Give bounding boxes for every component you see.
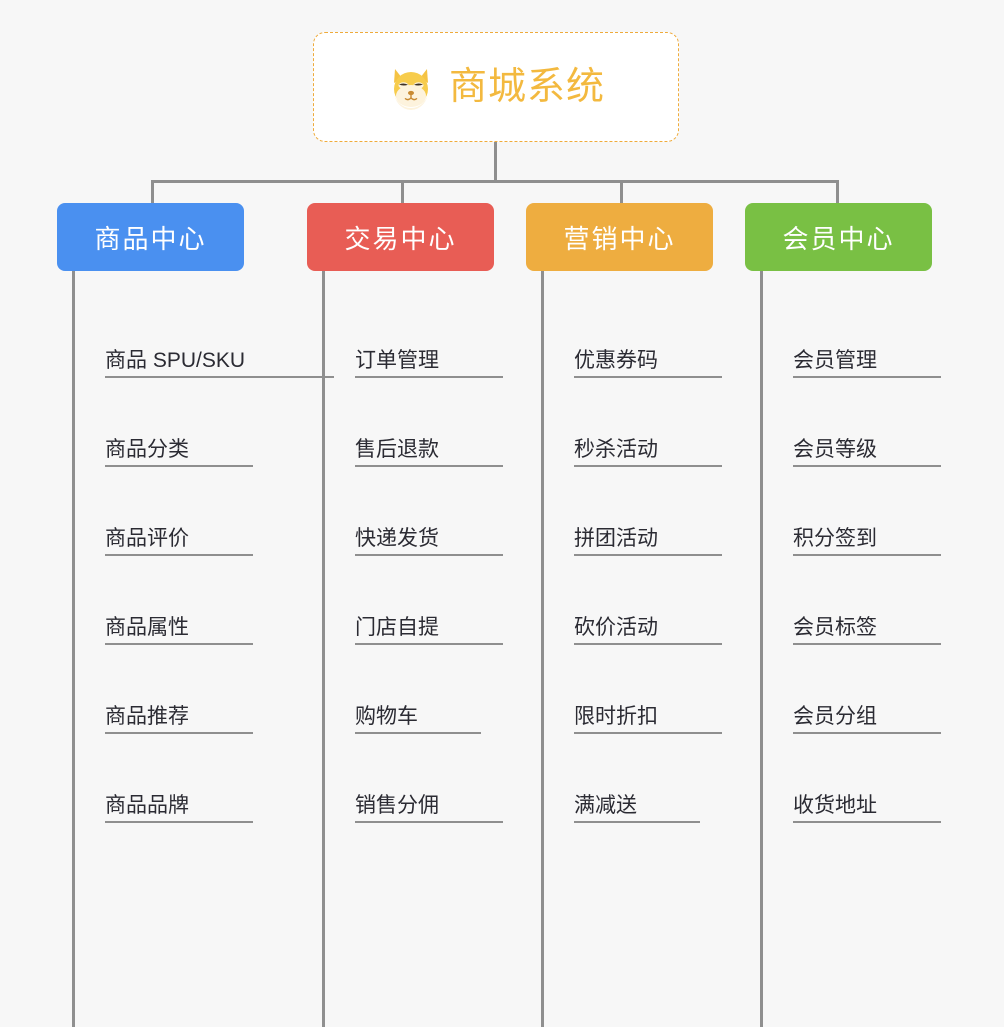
leaf-label: 销售分佣 bbox=[355, 794, 439, 817]
leaf-underline bbox=[574, 643, 722, 645]
leaf-label: 售后退款 bbox=[355, 438, 439, 461]
leaf-underline bbox=[574, 376, 722, 378]
root-node-mall-system[interactable]: 商城系统 bbox=[313, 32, 679, 142]
leaf-underline bbox=[105, 643, 253, 645]
leaf-label: 秒杀活动 bbox=[574, 438, 658, 461]
leaf-underline bbox=[105, 554, 253, 556]
category-header-label: 交易中心 bbox=[344, 223, 457, 254]
leaf-underline bbox=[793, 554, 941, 556]
column-spine-1 bbox=[72, 271, 75, 1027]
leaf-underline bbox=[574, 732, 722, 734]
leaf-label: 商品分类 bbox=[105, 438, 189, 461]
leaf-underline bbox=[793, 465, 941, 467]
category-header-label: 商品中心 bbox=[94, 223, 207, 254]
leaf-underline bbox=[793, 732, 941, 734]
leaf-label: 商品 SPU/SKU bbox=[105, 349, 246, 372]
category-header-label: 营销中心 bbox=[563, 223, 676, 254]
leaf-underline bbox=[793, 821, 941, 823]
leaf-label: 会员等级 bbox=[793, 438, 877, 461]
leaf-label: 快递发货 bbox=[355, 527, 439, 550]
column-spine-2 bbox=[322, 271, 325, 1027]
leaf-underline bbox=[355, 376, 503, 378]
leaf-label: 会员分组 bbox=[793, 705, 877, 728]
shiba-dog-face-icon bbox=[387, 63, 435, 111]
leaf-underline bbox=[574, 465, 722, 467]
leaf-label: 积分签到 bbox=[793, 527, 877, 550]
leaf-underline bbox=[355, 465, 503, 467]
leaf-label: 拼团活动 bbox=[574, 527, 658, 550]
category-header-3[interactable]: 营销中心 bbox=[526, 203, 713, 271]
column-spine-4 bbox=[760, 271, 763, 1027]
leaf-underline bbox=[355, 554, 503, 556]
category-header-2[interactable]: 交易中心 bbox=[307, 203, 494, 271]
leaf-label: 砍价活动 bbox=[574, 616, 658, 639]
leaf-underline bbox=[793, 376, 941, 378]
leaf-label: 门店自提 bbox=[355, 616, 439, 639]
leaf-underline bbox=[355, 643, 503, 645]
connector-drop-1 bbox=[151, 180, 154, 205]
leaf-label: 购物车 bbox=[355, 705, 418, 728]
leaf-label: 商品属性 bbox=[105, 616, 189, 639]
connector-drop-2 bbox=[401, 180, 404, 205]
leaf-label: 商品评价 bbox=[105, 527, 189, 550]
leaf-underline bbox=[355, 821, 503, 823]
leaf-underline bbox=[105, 732, 253, 734]
leaf-underline bbox=[574, 554, 722, 556]
leaf-underline bbox=[793, 643, 941, 645]
category-header-1[interactable]: 商品中心 bbox=[57, 203, 244, 271]
leaf-label: 订单管理 bbox=[355, 349, 439, 372]
category-header-4[interactable]: 会员中心 bbox=[745, 203, 932, 271]
connector-root-stem bbox=[494, 142, 497, 182]
leaf-underline bbox=[105, 821, 253, 823]
leaf-underline bbox=[355, 732, 481, 734]
leaf-label: 满减送 bbox=[574, 794, 637, 817]
leaf-label: 商品推荐 bbox=[105, 705, 189, 728]
connector-horizontal-bus bbox=[151, 180, 839, 183]
org-chart-canvas: 商城系统 商品中心 商品 SPU/SKU 商品分类 商品评价 商品属性 商品 bbox=[57, 32, 941, 1027]
leaf-label: 优惠券码 bbox=[574, 349, 658, 372]
connector-drop-3 bbox=[620, 180, 623, 205]
leaf-label: 收货地址 bbox=[793, 794, 877, 817]
root-node-title: 商城系统 bbox=[448, 66, 605, 108]
leaf-underline bbox=[105, 376, 334, 378]
leaf-underline bbox=[574, 821, 700, 823]
leaf-label: 会员标签 bbox=[793, 616, 877, 639]
connector-drop-4 bbox=[836, 180, 839, 205]
leaf-underline bbox=[105, 465, 253, 467]
column-spine-3 bbox=[541, 271, 544, 1027]
leaf-label: 商品品牌 bbox=[105, 794, 189, 817]
leaf-label: 限时折扣 bbox=[574, 705, 658, 728]
leaf-label: 会员管理 bbox=[793, 349, 877, 372]
category-header-label: 会员中心 bbox=[782, 223, 895, 254]
